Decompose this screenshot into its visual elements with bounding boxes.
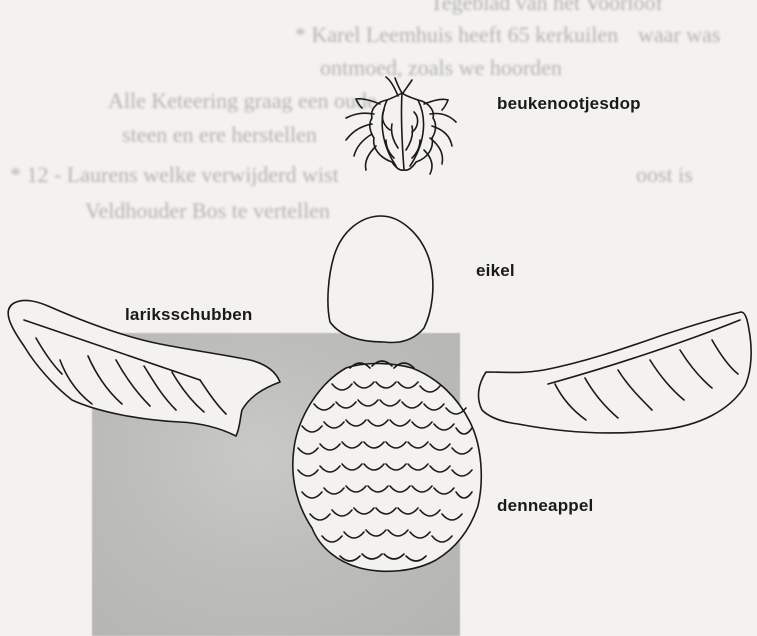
pine-cone-drawing (293, 361, 481, 571)
beech-cupule-drawing (346, 77, 456, 174)
label-eikel: eikel (476, 261, 515, 281)
label-beukenootjesdop: beukenootjesdop (497, 94, 641, 114)
label-lariksschubben: lariksschubben (125, 305, 253, 325)
acorn-drawing (328, 216, 433, 342)
label-denneappel: denneappel (497, 496, 593, 516)
larch-scale-right-drawing (479, 312, 752, 433)
